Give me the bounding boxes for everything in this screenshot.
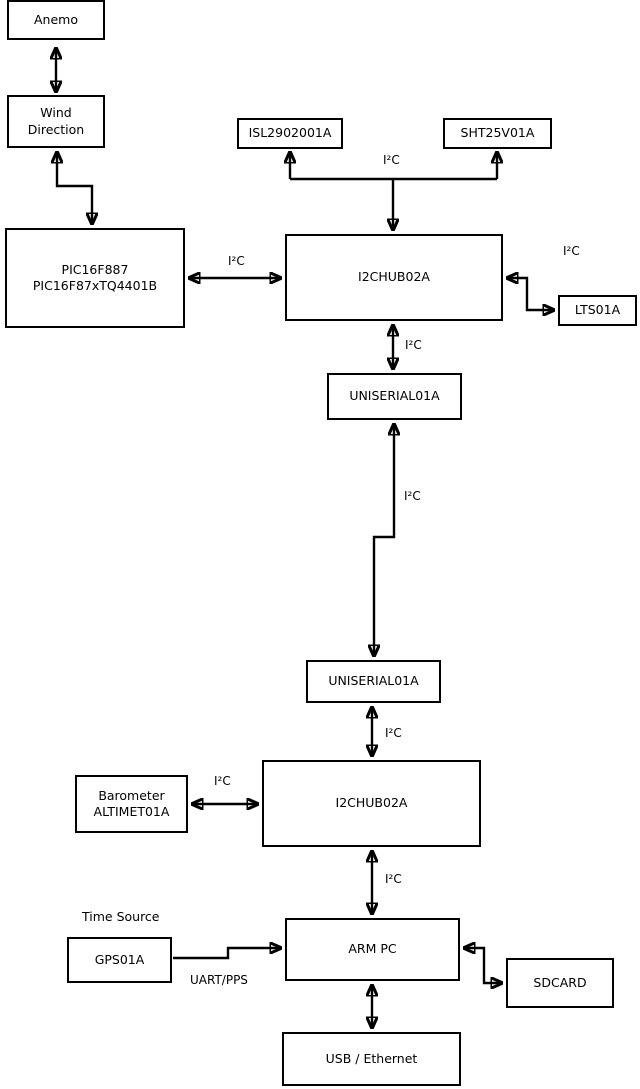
node-wind-direction[interactable]: Wind Direction	[7, 95, 105, 148]
wire-armpc-sdcard	[464, 948, 502, 983]
label-time-source: Time Source	[82, 909, 160, 924]
wire-wind-pic	[57, 152, 92, 224]
node-sht25v01a[interactable]: SHT25V01A	[443, 118, 552, 149]
node-usb-ethernet[interactable]: USB / Ethernet	[282, 1032, 461, 1086]
edge-label-uniserial-hub-i2c: I²C	[385, 726, 402, 740]
node-gps01a[interactable]: GPS01A	[67, 937, 172, 983]
edge-label-barometer-hub-i2c: I²C	[214, 774, 231, 788]
wire-gps-armpc	[173, 948, 281, 960]
node-uniserial01a-upper[interactable]: UNISERIAL01A	[327, 373, 462, 420]
edge-label-gps-armpc-uart-pps: UART/PPS	[190, 973, 248, 987]
node-pic-mcu[interactable]: PIC16F887 PIC16F87xTQ4401B	[5, 228, 185, 328]
edge-label-hub-armpc-i2c: I²C	[385, 872, 402, 886]
node-sdcard[interactable]: SDCARD	[506, 958, 614, 1008]
node-lts01a[interactable]: LTS01A	[558, 295, 637, 326]
node-anemo[interactable]: Anemo	[7, 0, 105, 40]
edge-label-top-bus-i2c: I²C	[383, 153, 400, 167]
edge-label-uniserial-uniserial-i2c: I²C	[404, 489, 421, 503]
edge-label-hub-uniserial-i2c: I²C	[405, 338, 422, 352]
edge-label-hub-lts-i2c: I²C	[563, 244, 580, 258]
wire-uniserial-uniserial	[374, 424, 394, 656]
node-i2chub02a-top[interactable]: I2CHUB02A	[285, 234, 503, 321]
node-barometer-altimet01a[interactable]: Barometer ALTIMET01A	[75, 775, 188, 833]
node-isl2902001a[interactable]: ISL2902001A	[237, 118, 343, 149]
wire-hubtop-lts	[507, 278, 554, 310]
node-i2chub02a-bottom[interactable]: I2CHUB02A	[262, 760, 481, 847]
edge-label-pic-hub-i2c: I²C	[228, 254, 245, 268]
node-uniserial01a-lower[interactable]: UNISERIAL01A	[306, 660, 441, 703]
node-arm-pc[interactable]: ARM PC	[285, 918, 460, 981]
